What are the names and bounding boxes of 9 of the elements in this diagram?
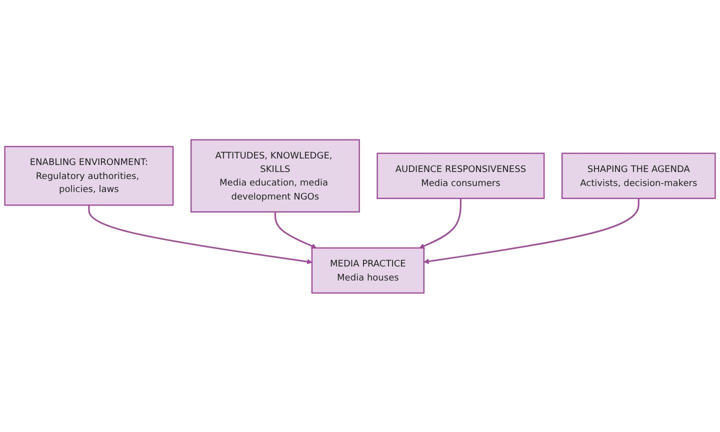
node-box: ATTITUDES, KNOWLEDGE, SKILLS Media education, media development NGOs <box>190 138 360 212</box>
arrow <box>88 204 312 264</box>
node-box: AUDIENCE RESPONSIVENESS Media consumers <box>376 152 545 199</box>
arrow <box>274 212 317 248</box>
node-box: ENABLING ENVIRONMENT: Regulatory authorities, policies, laws <box>4 146 174 206</box>
arrow <box>419 198 462 248</box>
node-box: MEDIA PRACTICE Media houses <box>311 246 424 294</box>
node-box: SHAPING THE AGENDA Activists, decision-makers <box>562 152 716 199</box>
arrow <box>424 198 640 264</box>
